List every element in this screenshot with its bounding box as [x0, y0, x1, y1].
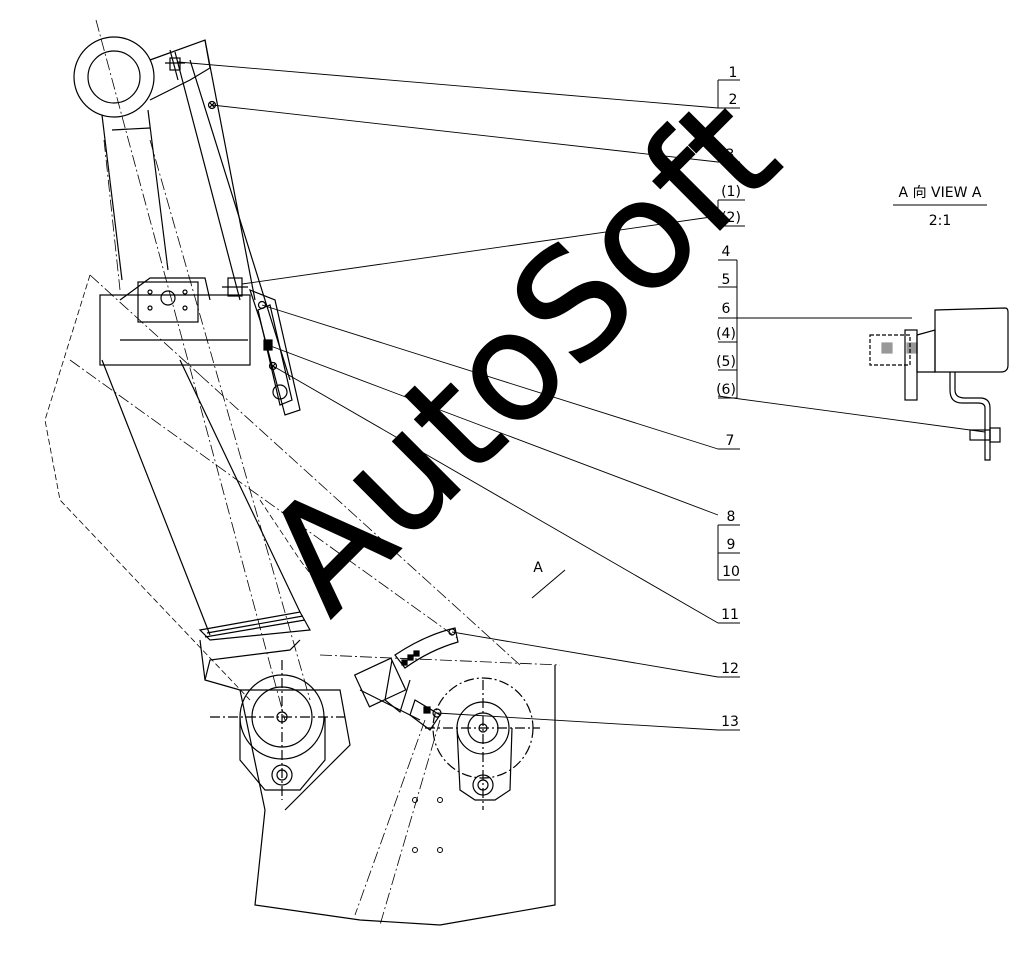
- callout-8: 8: [727, 509, 736, 525]
- mounting-holes: [412, 797, 443, 853]
- callout-7: 7: [726, 433, 735, 449]
- callout-9: 9: [727, 537, 736, 553]
- view-scale: 2:1: [929, 213, 952, 229]
- view-title: A 向 VIEW A: [899, 185, 982, 201]
- callout-labels: 1 2 3 (1) (2) 4 5 6 (4) (5) (6) 7 8 9 10…: [716, 65, 741, 730]
- rod-eye: [73, 36, 211, 118]
- callout-5: 5: [722, 272, 731, 288]
- callout-frames: [717, 79, 987, 731]
- callout-4: 4: [722, 244, 731, 260]
- callout-3: 3: [726, 147, 735, 163]
- callout-paren-6: (6): [716, 382, 736, 398]
- callout-paren-1: (1): [721, 184, 741, 200]
- leader-lines: [177, 61, 986, 731]
- callout-1: 1: [729, 65, 738, 81]
- center-lines: [69, 19, 561, 926]
- view-a-arrow: [531, 569, 566, 599]
- callout-13: 13: [721, 714, 739, 730]
- base-plate: [199, 639, 556, 926]
- left-pivot: [210, 660, 345, 800]
- callout-10: 10: [722, 564, 740, 580]
- cylinder: [101, 109, 311, 641]
- view-direction-label: A: [533, 560, 543, 576]
- arc-bracket: [353, 627, 459, 731]
- callout-paren-4: (4): [716, 326, 736, 342]
- clamp-block: [99, 277, 251, 366]
- callout-paren-5: (5): [716, 354, 736, 370]
- support-arm: [174, 39, 291, 381]
- callout-11: 11: [721, 607, 739, 623]
- callout-12: 12: [721, 661, 739, 677]
- callout-6: 6: [722, 301, 731, 317]
- right-pivot: [425, 677, 540, 810]
- boom-outline: [44, 274, 331, 701]
- callout-2: 2: [729, 92, 738, 108]
- callout-paren-2: (2): [721, 210, 741, 226]
- detail-view-a: [869, 307, 1009, 461]
